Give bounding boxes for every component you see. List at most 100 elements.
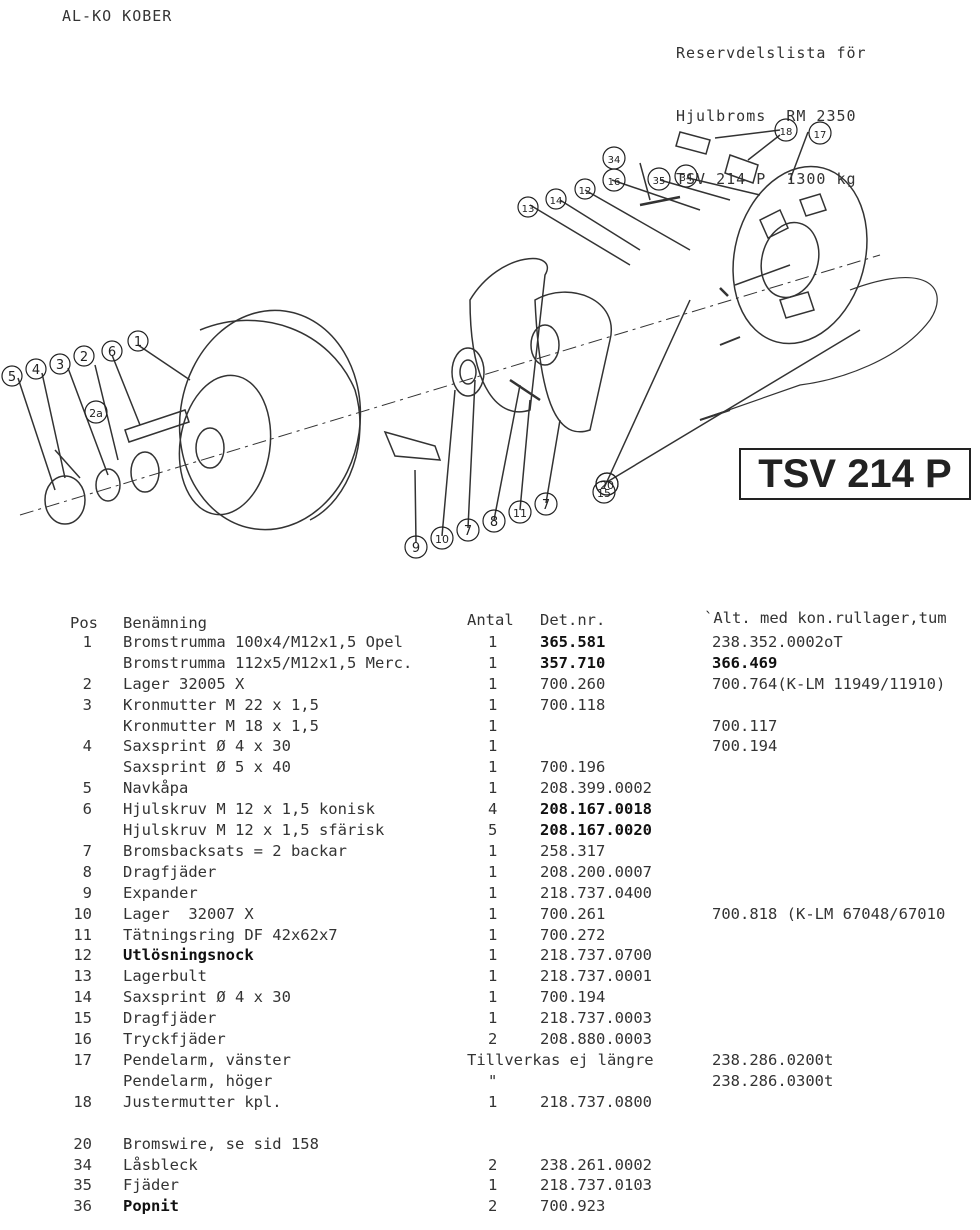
cell-pos: 10 bbox=[73, 905, 92, 923]
cell-pos: 7 bbox=[82, 842, 92, 860]
svg-text:35: 35 bbox=[653, 176, 666, 187]
cell-alt: 238.352.0002oT bbox=[712, 633, 843, 651]
cell-name: Pendelarm, vänster bbox=[123, 1051, 291, 1069]
cell-alt: 366.469 bbox=[712, 654, 778, 672]
col-header-detnr: Det.nr. bbox=[540, 611, 606, 629]
cell-name: Bromstrumma 112x5/M12x1,5 Merc. bbox=[123, 654, 413, 672]
svg-text:4: 4 bbox=[32, 363, 40, 378]
cell-detnr: 357.710 bbox=[540, 654, 606, 672]
cell-pos: 15 bbox=[73, 1009, 92, 1027]
cell-name: Hjulskruv M 12 x 1,5 sfärisk bbox=[123, 821, 385, 839]
cell-name: Navkåpa bbox=[123, 779, 189, 797]
cell-qty: 1 bbox=[488, 1176, 498, 1194]
cell-alt: 700.764(K-LM 11949/11910) bbox=[712, 675, 946, 693]
svg-text:9: 9 bbox=[412, 541, 420, 556]
cell-qty: 1 bbox=[488, 737, 498, 755]
cell-name: Bromswire, se sid 158 bbox=[123, 1135, 319, 1153]
cell-qty: 2 bbox=[488, 1156, 498, 1174]
brand-name: AL-KO KOBER bbox=[62, 7, 173, 25]
cell-qty: 1 bbox=[488, 946, 498, 964]
cell-name: Hjulskruv M 12 x 1,5 konisk bbox=[123, 800, 375, 818]
cell-pos: 11 bbox=[73, 926, 92, 944]
cell-qty: 1 bbox=[488, 926, 498, 944]
cell-pos: 35 bbox=[73, 1176, 92, 1194]
cell-detnr: 700.196 bbox=[540, 758, 606, 776]
cell-name: Saxsprint Ø 5 x 40 bbox=[123, 758, 291, 776]
cell-qty: " bbox=[488, 1072, 498, 1090]
svg-text:8: 8 bbox=[490, 515, 498, 530]
cell-qty: 1 bbox=[488, 884, 498, 902]
col-header-qty: Antal bbox=[467, 611, 514, 629]
svg-text:2a: 2a bbox=[89, 407, 103, 420]
cell-qty: 1 bbox=[488, 696, 498, 714]
cell-detnr: 700.118 bbox=[540, 696, 606, 714]
cell-qty: 1 bbox=[488, 717, 498, 735]
cell-detnr: 208.200.0007 bbox=[540, 863, 652, 881]
cell-pos: 36 bbox=[73, 1197, 92, 1215]
cell-name: Låsbleck bbox=[123, 1156, 198, 1174]
col-header-pos: Pos bbox=[70, 614, 98, 632]
cell-pos: 20 bbox=[73, 1135, 92, 1153]
cell-alt: 238.286.0300t bbox=[712, 1072, 834, 1090]
cell-qty: 1 bbox=[488, 654, 498, 672]
svg-text:34: 34 bbox=[680, 173, 693, 184]
cell-qty: 1 bbox=[488, 842, 498, 860]
cell-pos: 12 bbox=[73, 946, 92, 964]
cell-pos: 16 bbox=[73, 1030, 92, 1048]
cell-name: Saxsprint Ø 4 x 30 bbox=[123, 988, 291, 1006]
cell-pos: 17 bbox=[73, 1051, 92, 1069]
cell-pos: 18 bbox=[73, 1093, 92, 1111]
svg-text:12: 12 bbox=[579, 186, 592, 197]
cell-pos: 4 bbox=[82, 737, 92, 755]
cell-name: Lager 32005 X bbox=[123, 675, 245, 693]
svg-text:15: 15 bbox=[597, 487, 611, 500]
cell-name: Lager 32007 X bbox=[123, 905, 254, 923]
cell-name: Kronmutter M 18 x 1,5 bbox=[123, 717, 319, 735]
svg-text:10: 10 bbox=[435, 533, 449, 546]
svg-text:5: 5 bbox=[8, 370, 16, 385]
cell-qty: 1 bbox=[488, 967, 498, 985]
svg-text:16: 16 bbox=[608, 177, 621, 188]
cell-detnr: 218.737.0103 bbox=[540, 1176, 652, 1194]
cell-detnr: 218.737.0001 bbox=[540, 967, 652, 985]
title-line-1: Reservdelslista för bbox=[676, 44, 867, 62]
col-header-name: Benämning bbox=[123, 614, 207, 632]
svg-text:7: 7 bbox=[542, 498, 550, 513]
cell-name: Kronmutter M 22 x 1,5 bbox=[123, 696, 319, 714]
cell-qty: 1 bbox=[488, 758, 498, 776]
cell-name: Utlösningsnock bbox=[123, 946, 254, 964]
cell-detnr: 208.880.0003 bbox=[540, 1030, 652, 1048]
cell-name: Bromsbacksats = 2 backar bbox=[123, 842, 347, 860]
cell-name: Fjäder bbox=[123, 1176, 179, 1194]
cell-alt: 700.194 bbox=[712, 737, 778, 755]
cell-name: Dragfjäder bbox=[123, 1009, 217, 1027]
cell-detnr: 700.261 bbox=[540, 905, 606, 923]
cell-name: Expander bbox=[123, 884, 198, 902]
cell-detnr: 218.737.0400 bbox=[540, 884, 652, 902]
cell-alt: 700.117 bbox=[712, 717, 778, 735]
cell-qty: 1 bbox=[488, 1093, 498, 1111]
cell-qty: 5 bbox=[488, 821, 498, 839]
cell-pos: 13 bbox=[73, 967, 92, 985]
cell-name: Dragfjäder bbox=[123, 863, 217, 881]
cell-pos: 2 bbox=[82, 675, 92, 693]
cell-qty: 1 bbox=[488, 1009, 498, 1027]
cell-pos: 5 bbox=[82, 779, 92, 797]
col-header-alt: `Alt. med kon.rullager,tum bbox=[704, 609, 947, 627]
cell-qty: 1 bbox=[488, 905, 498, 923]
cell-detnr: 218.737.0003 bbox=[540, 1009, 652, 1027]
cell-name: Justermutter kpl. bbox=[123, 1093, 282, 1111]
svg-text:2: 2 bbox=[80, 350, 88, 365]
cell-pos: 6 bbox=[82, 800, 92, 818]
svg-text:14: 14 bbox=[550, 196, 563, 207]
cell-detnr: 218.737.0800 bbox=[540, 1093, 652, 1111]
cell-pos: 1 bbox=[82, 633, 92, 651]
cell-qty: 1 bbox=[488, 988, 498, 1006]
cell-pos: 8 bbox=[82, 863, 92, 881]
cell-detnr: 208.399.0002 bbox=[540, 779, 652, 797]
svg-text:1: 1 bbox=[134, 335, 142, 350]
svg-text:3: 3 bbox=[56, 358, 64, 373]
cell-detnr: 700.194 bbox=[540, 988, 606, 1006]
model-badge: TSV 214 P bbox=[739, 448, 971, 500]
